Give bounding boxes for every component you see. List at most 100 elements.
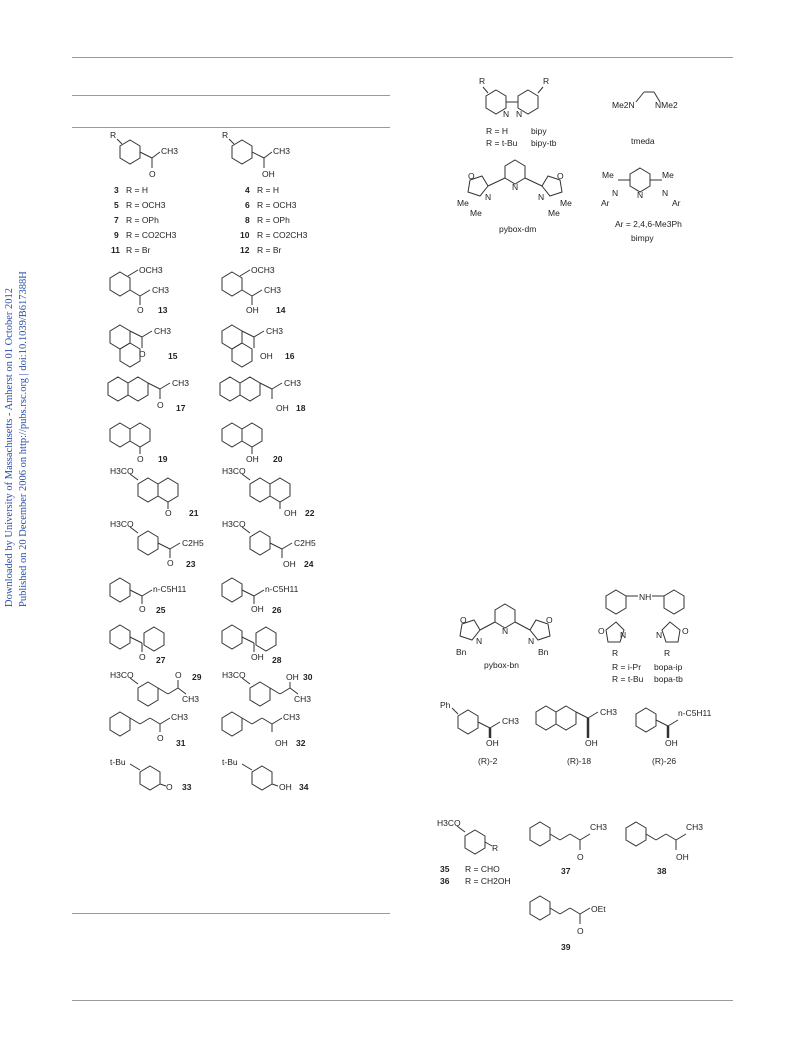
svg-text:N: N	[516, 109, 522, 119]
svg-text:16: 16	[285, 351, 295, 361]
svg-text:R = H: R = H	[126, 185, 148, 195]
svg-text:28: 28	[272, 655, 282, 665]
svg-text:R = CO2CH3: R = CO2CH3	[257, 230, 308, 240]
svg-text:O: O	[157, 733, 164, 743]
compound-21: H3CO O 21	[110, 466, 199, 518]
compound-37: CH3 O 37	[529, 821, 607, 876]
svg-text:O: O	[139, 652, 146, 662]
svg-text:O: O	[175, 670, 182, 680]
svg-text:H3CO: H3CO	[110, 670, 134, 680]
svg-text:OH: OH	[276, 403, 289, 413]
svg-text:32: 32	[296, 738, 306, 748]
svg-text:CH3: CH3	[600, 707, 617, 717]
svg-text:14: 14	[276, 305, 286, 315]
svg-text:OH: OH	[283, 559, 296, 569]
svg-text:(R)-26: (R)-26	[652, 756, 676, 766]
svg-text:CH3: CH3	[283, 712, 300, 722]
svg-text:OH: OH	[275, 738, 288, 748]
svg-text:R = OCH3: R = OCH3	[257, 200, 297, 210]
compound-18: CH3 OH 18	[219, 376, 306, 413]
compound-17: CH3 O 17	[107, 376, 189, 413]
bopa-structure: NH O N R O N R R = i-Pr bopa-ip R = t-Bu…	[598, 589, 689, 684]
svg-text:bipy: bipy	[531, 126, 547, 136]
svg-text:R = CH2OH: R = CH2OH	[465, 876, 511, 886]
svg-text:CH3: CH3	[686, 822, 703, 832]
svg-text:33: 33	[182, 782, 192, 792]
compound-29: H3CO O CH3 29	[110, 670, 202, 707]
svg-text:R = i-Pr: R = i-Pr	[612, 662, 641, 672]
svg-text:H3CO: H3CO	[222, 519, 246, 529]
svg-text:27: 27	[156, 655, 166, 665]
svg-text:R = OPh: R = OPh	[126, 215, 159, 225]
svg-text:R = t-Bu: R = t-Bu	[612, 674, 644, 684]
compound-26: n-C5H11 OH 26	[221, 577, 299, 615]
svg-text:R = Br: R = Br	[257, 245, 281, 255]
svg-text:OH: OH	[251, 604, 264, 614]
phenylethanol-structure: R CH3 OH	[222, 130, 290, 179]
table-rule-1	[72, 95, 390, 96]
svg-text:OH: OH	[279, 782, 292, 792]
svg-text:Bn: Bn	[456, 647, 467, 657]
compound-20: OH 20	[221, 422, 283, 464]
svg-text:OH: OH	[665, 738, 678, 748]
compound-27: O 27	[109, 624, 166, 665]
svg-text:R = Br: R = Br	[126, 245, 150, 255]
bipy-structure: R N N R R = H bipy R = t-Bu bipy-tb	[479, 76, 557, 148]
r-2-structure: Ph CH3 OH (R)-2	[440, 700, 519, 766]
svg-text:C2H5: C2H5	[294, 538, 316, 548]
svg-text:CH3: CH3	[264, 285, 281, 295]
footer-rule	[72, 1000, 733, 1001]
svg-text:6: 6	[245, 200, 250, 210]
svg-text:H3CO: H3CO	[110, 466, 134, 476]
compound-33: t-Bu O 33	[110, 757, 192, 792]
svg-text:N: N	[502, 626, 508, 636]
svg-text:O: O	[137, 454, 144, 464]
table-rule-2	[72, 127, 390, 128]
svg-text:CH3: CH3	[154, 326, 171, 336]
svg-text:R: R	[222, 130, 228, 140]
svg-text:23: 23	[186, 559, 196, 569]
svg-text:N: N	[538, 192, 544, 202]
oh-label: OH	[262, 169, 275, 179]
svg-text:N: N	[512, 182, 518, 192]
svg-text:36: 36	[440, 876, 450, 886]
svg-text:R: R	[612, 648, 618, 658]
svg-text:CH3: CH3	[182, 694, 199, 704]
svg-text:38: 38	[657, 866, 667, 876]
svg-text:OH: OH	[286, 672, 299, 682]
svg-text:R: R	[492, 843, 498, 853]
table-bottom-rule	[72, 913, 390, 914]
svg-text:O: O	[137, 305, 144, 315]
svg-text:pybox-dm: pybox-dm	[499, 224, 536, 234]
r-label: R	[110, 130, 116, 140]
svg-text:O: O	[598, 626, 605, 636]
svg-text:Me: Me	[548, 208, 560, 218]
svg-text:bipy-tb: bipy-tb	[531, 138, 557, 148]
svg-text:N: N	[656, 630, 662, 640]
svg-text:Me: Me	[662, 170, 674, 180]
svg-text:21: 21	[189, 508, 199, 518]
svg-text:OCH3: OCH3	[251, 265, 275, 275]
svg-text:R = t-Bu: R = t-Bu	[486, 138, 518, 148]
svg-text:(R)-2: (R)-2	[478, 756, 498, 766]
compound-16: CH3 OH 16	[221, 324, 295, 368]
svg-text:N: N	[476, 636, 482, 646]
svg-text:24: 24	[304, 559, 314, 569]
svg-text:H3CO: H3CO	[437, 818, 461, 828]
svg-text:R = H: R = H	[486, 126, 508, 136]
compound-30: H3CO OH CH3 30	[222, 670, 313, 707]
svg-text:R: R	[479, 76, 485, 86]
svg-text:H3CO: H3CO	[222, 466, 246, 476]
svg-text:N: N	[485, 192, 491, 202]
svg-text:bimpy: bimpy	[631, 233, 654, 243]
svg-text:Ar: Ar	[672, 198, 681, 208]
svg-text:OH: OH	[585, 738, 598, 748]
svg-text:pybox-bn: pybox-bn	[484, 660, 519, 670]
svg-text:R = CHO: R = CHO	[465, 864, 500, 874]
svg-text:OH: OH	[260, 351, 273, 361]
svg-text:CH3: CH3	[152, 285, 169, 295]
svg-text:18: 18	[296, 403, 306, 413]
svg-text:CH3: CH3	[502, 716, 519, 726]
compound-13: OCH3 CH3 O 13	[109, 265, 169, 315]
svg-text:Me: Me	[457, 198, 469, 208]
